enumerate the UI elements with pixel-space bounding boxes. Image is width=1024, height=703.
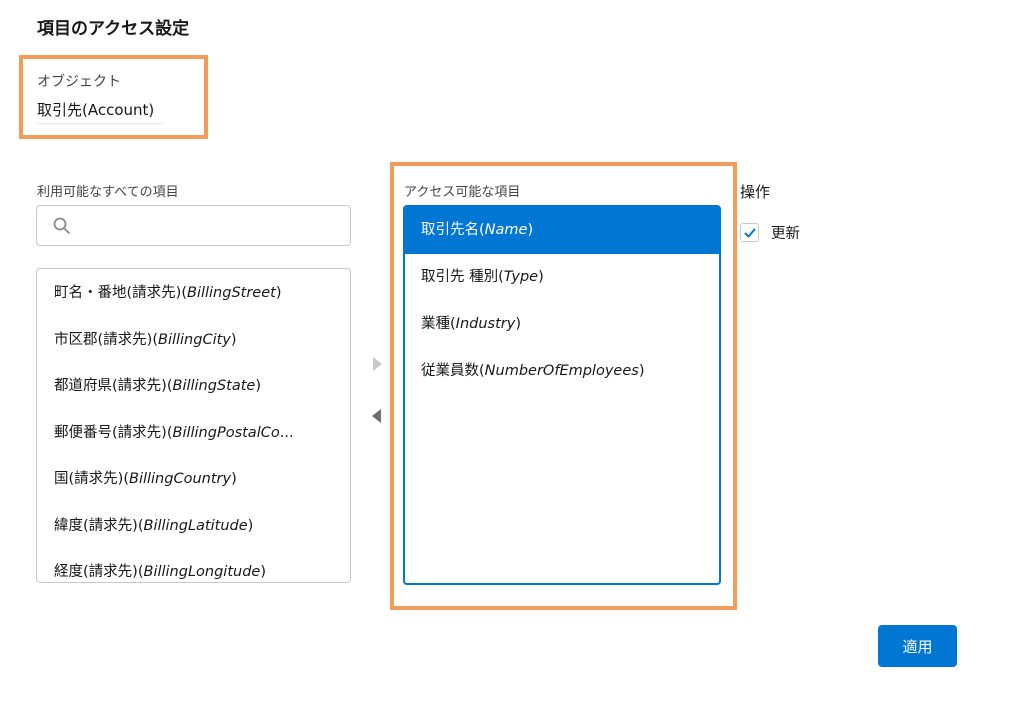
page-title: 項目のアクセス設定 — [37, 19, 190, 39]
search-field[interactable] — [36, 205, 351, 246]
arrow-left-icon[interactable] — [372, 409, 381, 423]
available-field-item[interactable]: 郵便番号(請求先)(BillingPostalCo... — [54, 424, 294, 441]
accessible-fields-list[interactable]: 取引先名(Name) 取引先 種別(Type) 業種(Industry) 従業員… — [403, 205, 721, 585]
available-fields-label: 利用可能なすべての項目 — [37, 185, 179, 200]
accessible-field-item[interactable]: 取引先 種別(Type) — [421, 269, 544, 285]
apply-button[interactable]: 適用 — [878, 625, 957, 667]
update-checkbox[interactable] — [740, 222, 759, 242]
available-field-item[interactable]: 市区郡(請求先)(BillingCity) — [54, 331, 237, 348]
available-field-item[interactable]: 経度(請求先)(BillingLongitude) — [54, 564, 267, 580]
available-field-item[interactable]: 都道府県(請求先)(BillingState) — [54, 378, 262, 394]
available-field-item[interactable]: 国(請求先)(BillingCountry) — [54, 471, 237, 487]
accessible-field-item[interactable]: 従業員数(NumberOfEmployees) — [421, 363, 645, 379]
accessible-field-item-selected[interactable]: 取引先名(Name) — [405, 207, 719, 254]
accessible-section: アクセス可能な項目 取引先名(Name) 取引先 種別(Type) 業種(Ind… — [390, 162, 737, 610]
object-value: 取引先(Account) — [37, 99, 163, 124]
accessible-fields-label: アクセス可能な項目 — [404, 185, 521, 200]
object-section: オブジェクト 取引先(Account) — [19, 55, 208, 139]
checkmark-icon — [744, 228, 756, 237]
available-fields-list[interactable]: 町名・番地(請求先)(BillingStreet) 市区郡(請求先)(Billi… — [36, 268, 351, 583]
object-label: オブジェクト — [37, 74, 121, 90]
search-input[interactable] — [81, 212, 341, 239]
available-field-item[interactable]: 町名・番地(請求先)(BillingStreet) — [54, 285, 282, 301]
update-label: 更新 — [771, 225, 800, 242]
search-icon — [53, 217, 70, 234]
arrow-right-icon[interactable] — [373, 357, 382, 371]
update-option[interactable]: 更新 — [740, 222, 800, 242]
available-field-item[interactable]: 緯度(請求先)(BillingLatitude) — [54, 517, 254, 534]
accessible-field-item[interactable]: 業種(Industry) — [421, 316, 521, 332]
operations-title: 操作 — [740, 183, 771, 201]
